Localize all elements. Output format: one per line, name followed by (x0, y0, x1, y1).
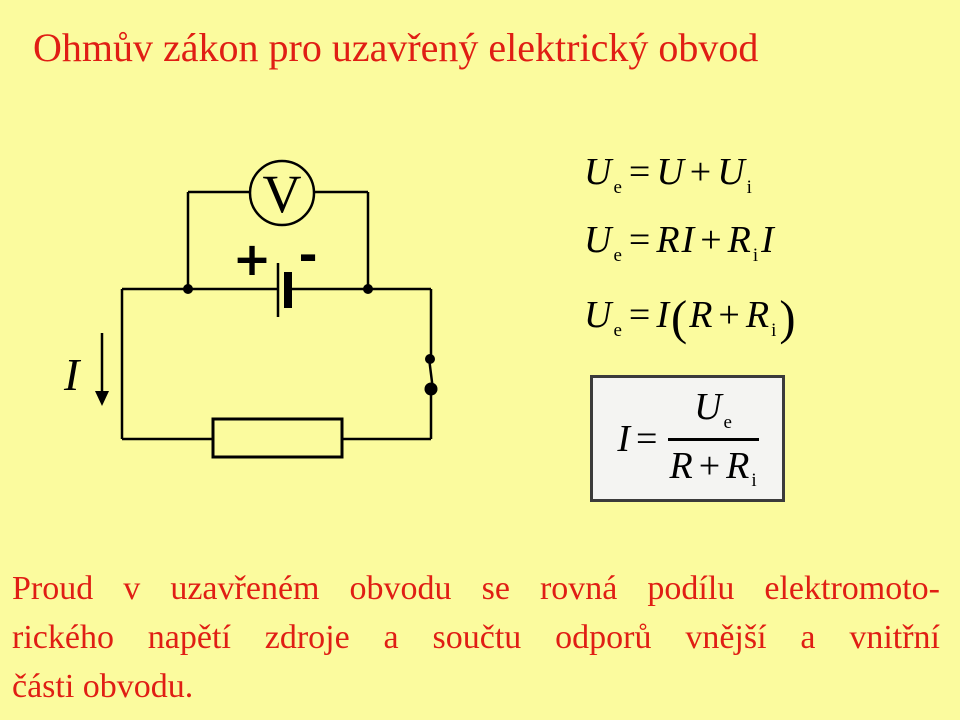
math-token: U (584, 219, 612, 261)
math-subscript: e (613, 244, 622, 266)
math-token: U (717, 151, 745, 193)
math-token: R (689, 294, 713, 337)
battery-negative-plate (284, 272, 292, 308)
paragraph-line-3: části obvodu. (12, 668, 194, 705)
math-token: + (698, 444, 721, 487)
paragraph-line-2: rického napětí zdroje a součtu odporů vn… (12, 619, 940, 656)
math-token: I (617, 417, 631, 460)
math-token: = (628, 294, 651, 337)
math-subscript: i (751, 470, 757, 492)
math-subscript: e (723, 411, 732, 433)
math-token: ( (670, 291, 688, 345)
math-token: R (656, 219, 680, 261)
math-token: = (628, 219, 651, 261)
voltmeter-circle (248, 159, 316, 227)
math-token: ) (779, 291, 796, 345)
math-token: = (628, 151, 651, 193)
math-subscript: e (613, 176, 622, 198)
math-token: R (726, 444, 750, 487)
math-token: U (694, 385, 722, 428)
battery-minus-label: - (298, 228, 317, 282)
math-subscript: e (613, 319, 622, 341)
current-label: I (63, 349, 82, 400)
current-arrow-head (95, 391, 109, 406)
math-token: R (669, 444, 693, 487)
paragraph-line-1: Proud v uzavřeném obvodu se rovná podílu… (12, 570, 940, 607)
math-token: U (584, 294, 612, 337)
math-subscript: i (746, 176, 752, 198)
resistor-body (211, 417, 344, 459)
math-token: I (681, 219, 695, 261)
boxed-equation-lhs: I= (616, 417, 662, 461)
math-token: + (700, 219, 722, 261)
battery-plus-label: + (233, 232, 272, 286)
voltmeter-label: V (263, 164, 302, 224)
summary-paragraph: Proud v uzavřeném obvodu se rovná podílu… (12, 564, 940, 711)
math-token: U (584, 151, 612, 193)
switch-dot-upper (425, 354, 435, 364)
math-subscript: i (771, 319, 777, 341)
math-token: R (745, 294, 770, 337)
math-token: R (727, 219, 751, 261)
math-token: U (656, 151, 684, 193)
math-token: I (761, 219, 774, 261)
math-token: + (689, 151, 712, 193)
switch-dot-lower (424, 382, 438, 396)
math-token: I (656, 294, 669, 337)
math-token: = (636, 417, 658, 460)
page-title: Ohmův zákon pro uzavřený elektrický obvo… (33, 25, 759, 70)
math-token: + (718, 294, 740, 337)
math-subscript: i (752, 244, 759, 266)
